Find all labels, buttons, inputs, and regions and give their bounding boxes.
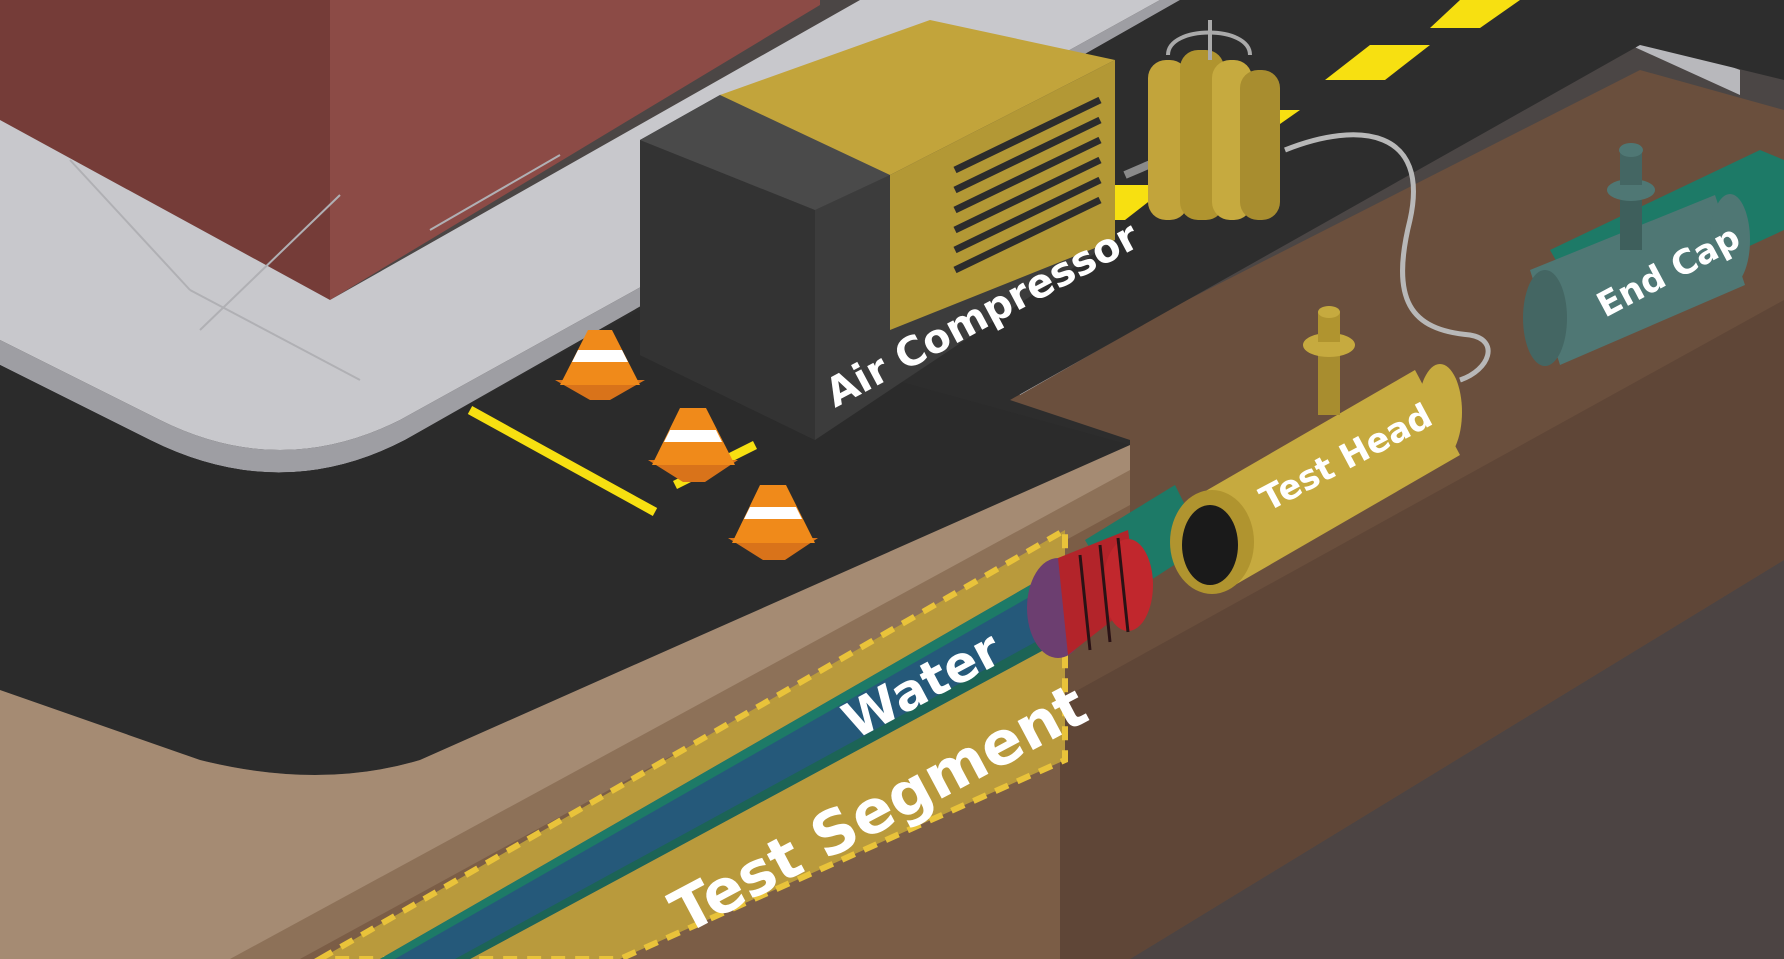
water-pipe-edge <box>380 565 1068 959</box>
test-segment-region <box>320 530 1065 959</box>
sidewalk-joints <box>69 154 561 381</box>
plug-rings <box>1058 530 1153 655</box>
air-compressor <box>640 20 1115 440</box>
traffic-cone <box>648 408 738 482</box>
compressor-vents <box>953 96 1102 274</box>
building-side <box>0 0 330 300</box>
gas-cylinders <box>1148 20 1280 220</box>
traffic-cone <box>555 330 645 400</box>
road-slab <box>0 310 1130 775</box>
traffic-cone <box>728 485 818 560</box>
trench-soil-band <box>1060 300 1784 959</box>
test-segment-outline <box>313 524 1068 959</box>
soil-strip <box>230 470 1130 959</box>
test-head <box>1170 306 1462 594</box>
air-hose <box>1284 132 1491 383</box>
water-pipe-lower-edge <box>455 615 1090 959</box>
end-cap <box>1523 143 1750 366</box>
